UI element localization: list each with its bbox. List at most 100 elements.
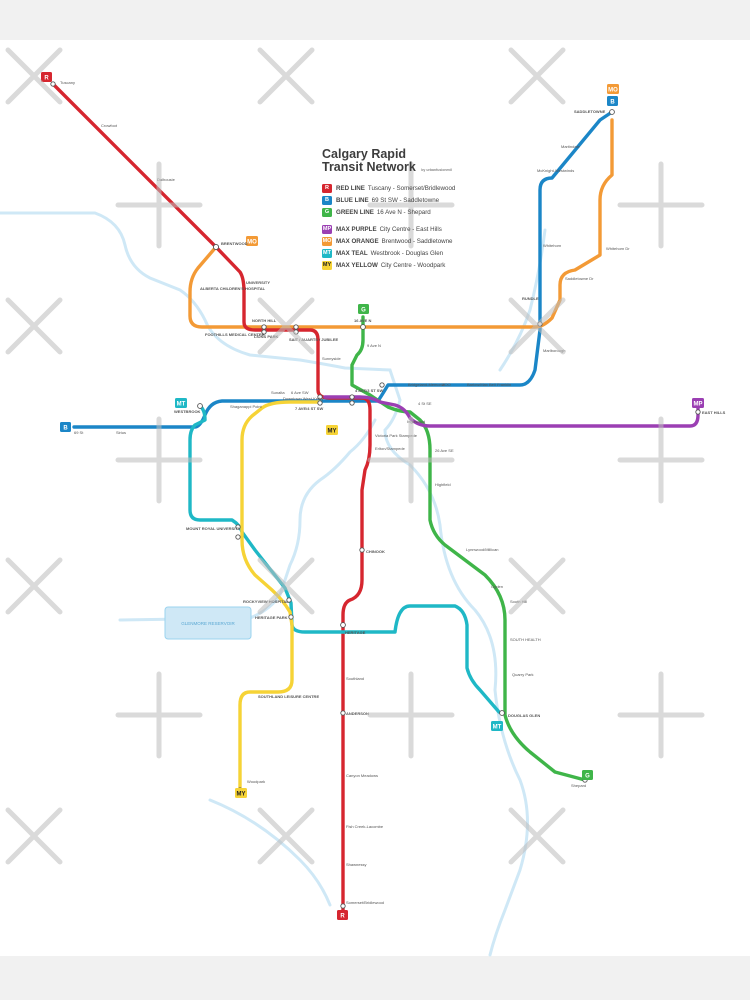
label-south-health: SOUTH HEALTH: [510, 637, 541, 642]
station-mount-royal[interactable]: [235, 524, 241, 530]
station-sait[interactable]: [293, 324, 299, 330]
legend-title-line2: Transit Network: [322, 160, 416, 174]
label-shepard: Shepard: [571, 783, 586, 788]
legend-line-name: MAX TEAL: [336, 249, 368, 257]
badge-blue-west-text: B: [63, 426, 68, 432]
badge-red-south: [337, 910, 348, 920]
station-heritage-park[interactable]: [288, 614, 294, 620]
badge-purple-east-text: MP: [694, 402, 703, 408]
label-zoo: ZOO: [442, 382, 451, 387]
label-martindale: Martindale: [561, 144, 580, 149]
label-7-ave: 7 AVE/4 ST SW: [295, 406, 323, 411]
label-university: UNIVERSITY: [246, 280, 270, 285]
label-26-ave: 26 Ave SE: [435, 448, 454, 453]
label-sunnyside: Sunnyside: [322, 356, 341, 361]
label-southland: Southland: [346, 676, 364, 681]
label-sait: SAIT / AUARTS / JUBILEE: [289, 337, 339, 342]
station-lions-park[interactable]: [261, 329, 267, 335]
badge-red-south-text: R: [340, 914, 345, 920]
station-east-hills[interactable]: [695, 409, 701, 415]
label-inglewood: Inglewood: [407, 419, 425, 424]
legend-line-desc: Westbrook - Douglas Glen: [370, 249, 444, 257]
map-legend: Calgary Rapid Transit Network by urbanfu…: [322, 148, 522, 271]
station-chinook[interactable]: [359, 547, 365, 553]
legend-line-badge: MO: [322, 236, 332, 246]
label-69-st: 69 St: [74, 430, 84, 435]
rivers: [0, 211, 547, 957]
station-douglas-glen[interactable]: [499, 710, 505, 716]
station-somerset[interactable]: [340, 903, 346, 909]
legend-title-line1: Calgary Rapid: [322, 147, 407, 161]
glenmore-reservoir: [164, 606, 252, 640]
label-chinook: CHINOOK: [366, 549, 385, 554]
station-saddletowne[interactable]: [609, 109, 615, 115]
label-lions-park: LIONS PARK: [254, 334, 278, 339]
station-city-hall-b[interactable]: [317, 400, 323, 406]
station-mru-b[interactable]: [235, 534, 241, 540]
legend-line-name: BLUE LINE: [336, 196, 369, 204]
station-zoo[interactable]: [379, 382, 385, 388]
label-westbrook: WESTBROOK: [174, 409, 201, 414]
label-shawnessy: Shawnessy: [346, 862, 366, 867]
station-westbrook[interactable]: [197, 403, 203, 409]
label-bridgeland: Bridgeland-Memorial: [408, 382, 445, 387]
label-fish-creek: Fish Creek-Lacombe: [346, 824, 384, 829]
label-crowfoot: Crowfoot: [101, 123, 118, 128]
label-north-hill: NORTH HILL: [252, 318, 277, 323]
legend-line-badge: G: [322, 207, 332, 217]
label-rundle: RUNDLE: [522, 296, 539, 301]
badge-purple-east: [692, 398, 704, 408]
legend-line-desc: Tuscany - Somerset/Bridlewood: [367, 184, 456, 192]
station-anderson[interactable]: [340, 710, 346, 716]
badge-red-north-text: R: [44, 76, 49, 82]
label-acch: ALBERTA CHILDREN'S HOSPITAL: [200, 286, 266, 291]
legend-line-badge: R: [322, 183, 332, 193]
label-downtown-west: Downtown West-Kerby: [283, 396, 324, 401]
bow-river: [0, 211, 529, 957]
badge-yellow-south-text: MY: [237, 792, 246, 798]
station-rockyview[interactable]: [286, 597, 292, 603]
station-16-ave-n[interactable]: [360, 324, 366, 330]
station-brentwood[interactable]: [212, 243, 220, 251]
legend-line-name: MAX PURPLE: [336, 225, 377, 233]
badge-blue-east: [607, 96, 618, 106]
badge-green-south: [582, 770, 593, 780]
station-tuscany[interactable]: [50, 81, 56, 87]
badge-orange-east: [607, 84, 619, 94]
legend-line-name: MAX YELLOW: [336, 261, 378, 269]
watermark: [5, 47, 705, 865]
station-4-ave-b[interactable]: [349, 400, 355, 406]
station-heritage[interactable]: [340, 622, 346, 628]
badge-green-north-text: G: [361, 308, 366, 314]
legend-line-desc: City Centre - East Hills: [379, 225, 442, 233]
label-mount-royal: MOUNT ROYAL UNIVERSITY: [186, 526, 241, 531]
badge-orange-west-text: MO: [247, 240, 257, 246]
label-4-ave: 4 AVE/3 ST SW: [355, 388, 383, 393]
teal-line-route: [188, 404, 501, 714]
label-marlborough: Marlborough: [543, 348, 565, 353]
badge-yellow-city: [326, 425, 338, 435]
label-quarry-park: Quarry Park: [512, 672, 534, 677]
badge-orange-east-text: MO: [608, 88, 618, 94]
station-north-hill[interactable]: [261, 324, 267, 330]
label-16-ave-n: 16 AVE N: [354, 318, 371, 323]
label-foothills: FOOTHILLS MEDICAL CENTRE: [205, 332, 265, 337]
label-woodpark: Woodpark: [247, 779, 265, 784]
station-4-ave[interactable]: [349, 394, 355, 400]
badge-blue-west: [60, 422, 71, 432]
station-city-hall-a[interactable]: [317, 394, 323, 400]
orange-line-route: [188, 118, 614, 329]
legend-title-row: Transit Network by urbanfusionmtl: [322, 161, 522, 177]
label-dalhousie: Dalhousie: [157, 177, 176, 182]
label-victoria: Victoria Park Stampede: [375, 433, 418, 438]
label-southland-centre: SOUTHLAND LEISURE CENTRE: [258, 694, 319, 699]
label-rockyview: ROCKYVIEW HOSPITAL: [243, 599, 289, 604]
label-6-ave-sw: 6 Ave SW: [291, 390, 309, 395]
legend-line-badge: MY: [322, 260, 332, 270]
label-barlow: Barlow/Max Bell: [467, 382, 496, 387]
